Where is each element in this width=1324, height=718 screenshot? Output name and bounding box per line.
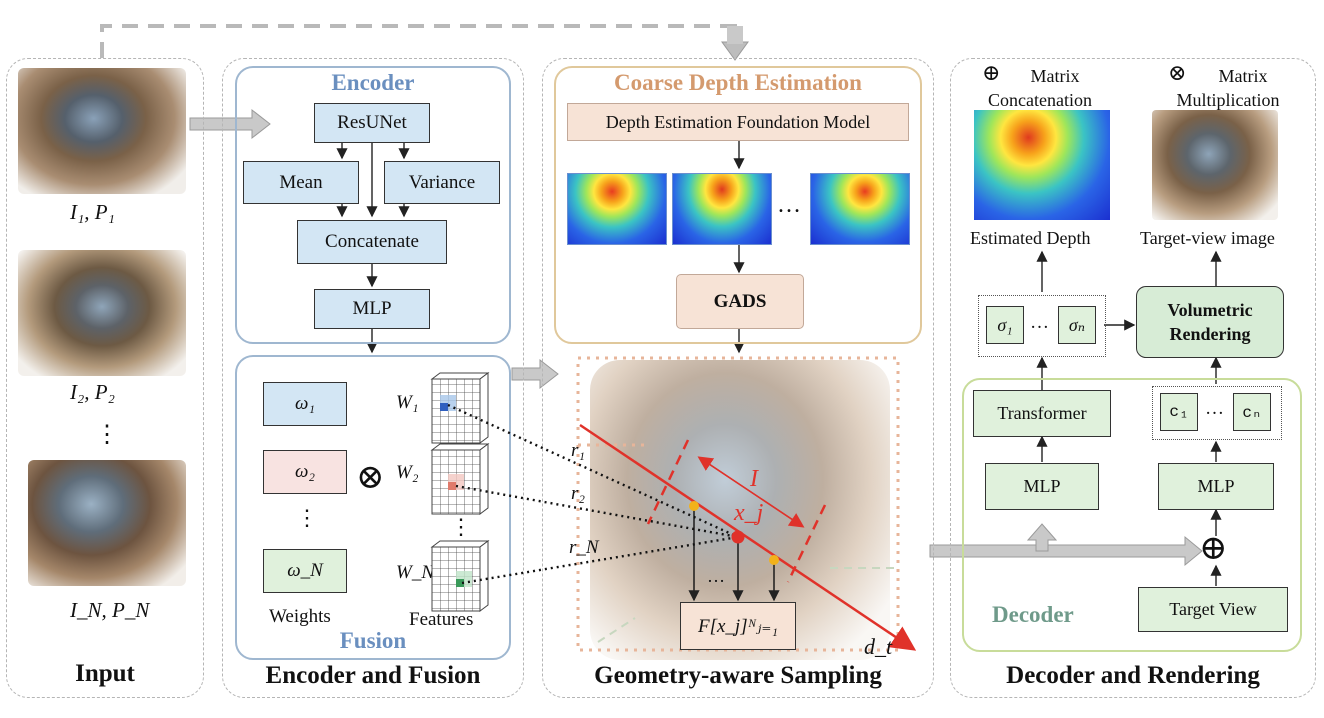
- decoder-up-arrow: [1026, 523, 1058, 552]
- coarse-depth-box: [554, 66, 922, 344]
- estimated-depth-label: Estimated Depth: [970, 228, 1091, 248]
- encoder-fusion-panel: [222, 58, 524, 698]
- interval-label: I: [750, 466, 758, 492]
- ray-direction-label: d_t: [864, 634, 893, 659]
- geometry-panel: [542, 58, 934, 698]
- input-panel: [6, 58, 204, 698]
- feature-label-n: W_N: [396, 562, 434, 583]
- decoder-mlp-left-box: MLP: [985, 463, 1099, 510]
- geometry-title: Geometry-aware Sampling: [594, 662, 882, 689]
- ray-label-n: r_N: [569, 537, 599, 558]
- sampling-to-decoder-arrow: [929, 535, 1203, 567]
- concat-legend-symbol: ⊕: [982, 60, 1001, 85]
- mean-box: Mean: [243, 161, 359, 204]
- weight-box-n: ω_N: [263, 549, 347, 593]
- mult-legend-symbol: ⊗: [1168, 60, 1187, 85]
- feature-label-1: W₁: [396, 392, 419, 413]
- encoder-mlp-box: MLP: [314, 289, 430, 329]
- fusion-to-sampling-arrow: [511, 358, 559, 390]
- encoder-title: Encoder: [331, 70, 415, 95]
- color-ellipsis: …: [1205, 398, 1224, 419]
- target-view-image: [1152, 110, 1278, 220]
- sigma-ellipsis: …: [1030, 312, 1049, 333]
- input-to-encoder-arrow: [189, 108, 271, 140]
- gads-box: GADS: [676, 274, 804, 329]
- input-image-2: [18, 250, 186, 376]
- foundation-model-box: Depth Estimation Foundation Model: [567, 103, 909, 141]
- encoder-box: [235, 66, 511, 344]
- input-label-1: I₁, P₁: [70, 200, 115, 224]
- feature-set-box: F[x_j]ᴺⱼ₌₁: [680, 602, 796, 650]
- decoder-title: Decoder: [992, 602, 1074, 627]
- weight-ellipsis: ⋮: [296, 505, 318, 530]
- target-view-image-label: Target-view image: [1140, 228, 1275, 248]
- encoder-fusion-title: Encoder and Fusion: [265, 662, 481, 689]
- color-1-box: c₁: [1160, 393, 1198, 431]
- transformer-box: Transformer: [973, 390, 1111, 437]
- volumetric-rendering-box: Volumetric Rendering: [1136, 286, 1284, 358]
- depth-map-n: [810, 173, 910, 245]
- mult-legend-text: Matrix Multiplication: [1176, 66, 1280, 110]
- color-group: [1152, 386, 1282, 440]
- concat-legend-text: Matrix Concatenation: [988, 66, 1092, 110]
- otimes-symbol: ⊗: [356, 459, 385, 496]
- decoder-mlp-right-box: MLP: [1158, 463, 1274, 510]
- input-label-2: I₂, P₂: [70, 380, 115, 404]
- sample-point-label: x_j: [734, 500, 764, 526]
- sigma-1-box: σ₁: [986, 306, 1024, 344]
- input-label-n: I_N, P_N: [70, 598, 150, 622]
- ray-label-2: r₂: [571, 483, 585, 504]
- input-image-1: [18, 68, 186, 194]
- weights-caption: Weights: [269, 606, 331, 627]
- input-ellipsis: ⋮: [95, 422, 119, 448]
- ray-label-1: r₁: [571, 440, 585, 461]
- decoder-panel: [950, 58, 1316, 698]
- resunet-box: ResUNet: [314, 103, 430, 143]
- sampling-ellipsis: …: [707, 566, 725, 586]
- weight-box-2: ω₂: [263, 450, 347, 494]
- sigma-group: [978, 295, 1106, 357]
- depth-maps-ellipsis: …: [777, 192, 801, 218]
- depth-map-2: [672, 173, 772, 245]
- fusion-box: [235, 355, 511, 660]
- coarse-title: Coarse Depth Estimation: [614, 70, 862, 95]
- sigma-n-box: σₙ: [1058, 306, 1096, 344]
- input-image-n: [28, 460, 186, 586]
- feature-label-2: W₂: [396, 462, 419, 483]
- variance-box: Variance: [384, 161, 500, 204]
- decoder-box: [962, 378, 1302, 652]
- estimated-depth-image: [974, 110, 1110, 220]
- features-caption: Features: [409, 609, 474, 630]
- weight-box-1: ω₁: [263, 382, 347, 426]
- target-view-box: Target View: [1138, 587, 1288, 632]
- fusion-title: Fusion: [339, 628, 407, 653]
- color-n-box: cₙ: [1233, 393, 1271, 431]
- top-skip-connector: [100, 24, 737, 58]
- oplus-symbol: ⊕: [1199, 530, 1228, 567]
- feature-ellipsis: ⋮: [450, 514, 472, 539]
- concatenate-box: Concatenate: [297, 220, 447, 264]
- depth-map-1: [567, 173, 667, 245]
- input-title: Input: [75, 660, 135, 687]
- decoder-rendering-title: Decoder and Rendering: [1006, 662, 1260, 689]
